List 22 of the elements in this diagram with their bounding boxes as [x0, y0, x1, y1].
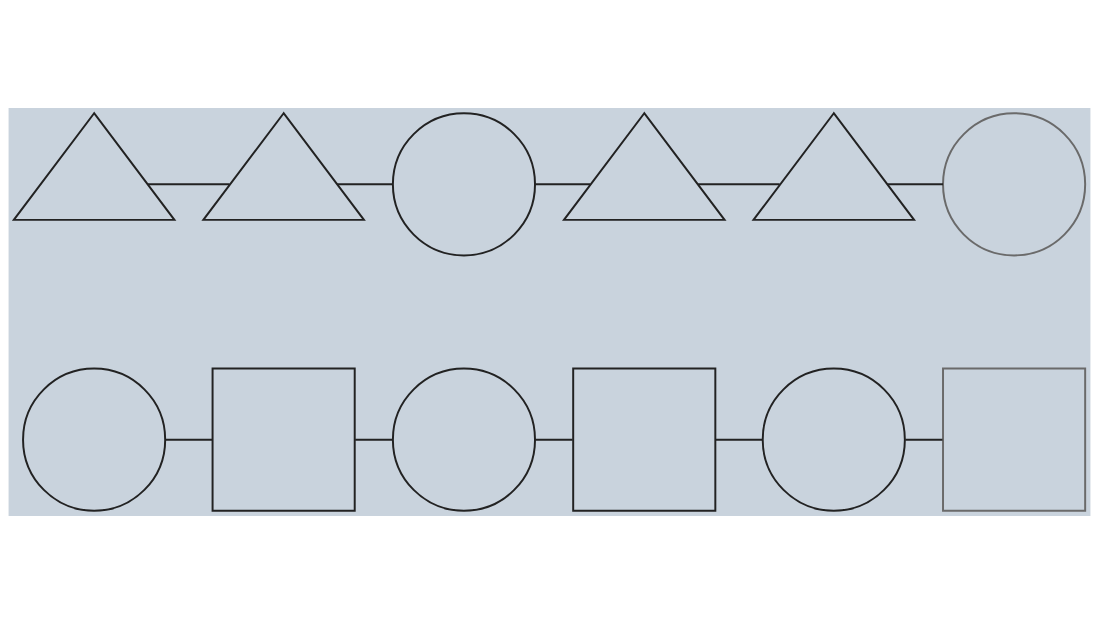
node-circle [942, 111, 1087, 256]
node-box [942, 367, 1087, 512]
node-box [211, 367, 356, 512]
connector [886, 182, 944, 185]
connector [354, 438, 394, 441]
node-triangle [201, 111, 366, 221]
node-circle [22, 367, 167, 512]
node-box [572, 367, 717, 512]
connector [164, 438, 214, 441]
node-triangle [562, 111, 727, 221]
node-circle [761, 367, 906, 512]
connector [534, 438, 574, 441]
node-circle [391, 111, 536, 256]
connector [904, 438, 944, 441]
connector [697, 182, 781, 185]
connector [534, 182, 592, 185]
node-triangle [751, 111, 917, 221]
node-triangle [11, 111, 177, 221]
connector [336, 182, 394, 185]
node-circle [391, 367, 536, 512]
connector [714, 438, 764, 441]
connector [147, 182, 231, 185]
